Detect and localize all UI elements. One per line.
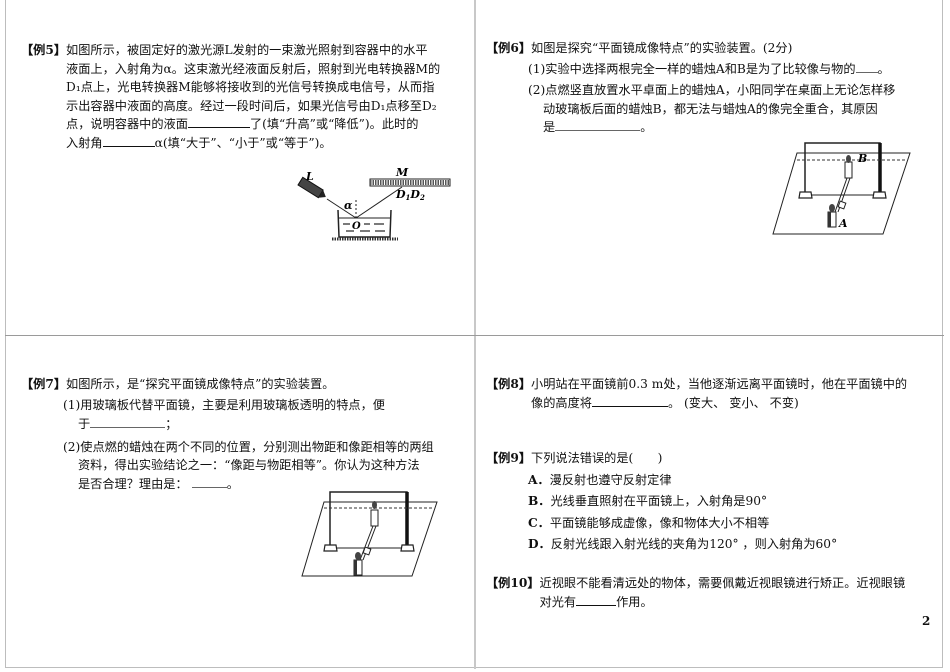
q5-line-6a: 入射角: [66, 135, 103, 150]
q10-line-2a: 对光有: [539, 594, 577, 609]
q7-period: 。: [226, 476, 239, 491]
q10-line-2b: 作用。: [616, 594, 653, 609]
q9-question: 下列说法错误的是( ): [531, 451, 663, 465]
q6-item-1-period: 。: [877, 61, 890, 76]
label-D1D2: D1D2: [395, 188, 425, 202]
laser-reflection-diagram: M D1D2 L α O: [297, 166, 451, 241]
q7-item-2-cont: 资料，得出实验结论之一：“像距与物距相等”。你认为这种方法: [78, 458, 420, 472]
question-7: 【例7】 如图所示，是“探究平面镜成像特点”的实验装置。 (1)用玻璃板代替平面…: [21, 375, 466, 493]
q5-line-5a: 点，说明容器中的液面: [66, 117, 188, 131]
q6-item-2-cont: 动玻璃板后面的蜡烛B，都无法与蜡烛A的像完全重合，其原因: [543, 101, 878, 116]
label-alpha: α: [344, 199, 353, 212]
page-number: 2: [922, 614, 931, 628]
label-M: M: [395, 166, 409, 179]
label-O: O: [352, 221, 361, 232]
question-5: 【例5】 如图所示，被固定好的激光源L发射的一束激光照射到容器中的水平 液面上，…: [21, 41, 461, 152]
q6-item-2: (2)点燃竖直放置水平卓面上的蜡烛A，小阳同学在桌面上无论怎样移: [528, 83, 896, 97]
label-A: A: [838, 217, 848, 230]
q9-option-a-text: 漫反射也遵守反射定律: [549, 472, 672, 487]
q5-line-4: 示出容器中液面的高度。经过一段时间后，如果光信号由D₁点移至D₂: [66, 98, 437, 113]
plane-mirror-setup-diagram-q6: B A: [772, 142, 911, 235]
vertical-divider: [474, 0, 476, 669]
q7-item-1-cont: 于: [78, 417, 91, 431]
q9-option-d[interactable]: D．反射光线跟入射光线的夹角为120° ，则入射角为60°: [486, 535, 936, 554]
q5-line-2: 液面上，入射角为α。这束激光经液面反射后，照射到光电转换器M的: [66, 61, 441, 76]
q8-line-2b: 。 (变大、 变小、 不变): [667, 395, 799, 410]
label-L: L: [305, 170, 314, 183]
question-7-tag: 【例7】: [21, 377, 67, 391]
q9-option-a-letter: A．: [528, 472, 550, 487]
question-10: 【例10】 近视眼不能看清远处的物体，需要佩戴近视眼镜进行矫正。近视眼镜 对光有…: [486, 574, 938, 611]
plane-mirror-setup-diagram-q7: [301, 491, 438, 577]
q5-line-1: 如图所示，被固定好的激光源L发射的一束激光照射到容器中的水平: [66, 43, 428, 57]
q7-blank-2[interactable]: [191, 475, 227, 488]
question-5-tag: 【例5】: [21, 43, 67, 57]
q7-item-2: (2)使点燃的蜡烛在两个不同的位置，分别测出物距和像距相等的两组: [63, 439, 434, 454]
q10-line-1: 近视眼不能看清远处的物体，需要佩戴近视眼镜进行矫正。近视眼镜: [539, 576, 906, 590]
q9-option-c-text: 平面镜能够成虚像，像和物体大小不相等: [549, 515, 770, 530]
q6-item-1: (1)实验中选择两根完全一样的蜡烛A和B是为了比较像与物的: [528, 61, 856, 76]
q8-line-1: 小明站在平面镜前0.3 m处，当他逐渐远离平面镜时，他在平面镜中的: [531, 377, 908, 391]
q8-line-2a: 像的高度将: [531, 395, 592, 410]
q5-line-6b: α(填“大于”、“小于”或“等于”)。: [154, 135, 332, 150]
q8-blank[interactable]: [591, 394, 668, 407]
question-9-tag: 【例9】: [486, 451, 532, 465]
q5-line-3: D₁点上，光电转换器M能够将接收到的光信号转换成电信号，从而指: [66, 80, 435, 94]
q6-item-2-period: 。: [640, 120, 653, 134]
q9-option-b-letter: B．: [528, 494, 551, 508]
q6-blank-1[interactable]: [855, 60, 878, 73]
question-9: 【例9】 下列说法错误的是( ) A．漫反射也遵守反射定律 B．光线垂直照射在平…: [486, 449, 936, 554]
q6-blank-2[interactable]: [555, 118, 641, 131]
label-B: B: [857, 152, 867, 165]
question-8: 【例8】 小明站在平面镜前0.3 m处，当他逐渐远离平面镜时，他在平面镜中的 像…: [486, 375, 936, 412]
horizontal-divider: [5, 335, 944, 336]
q9-option-d-letter: D．: [528, 537, 551, 551]
q5-blank-1[interactable]: [187, 115, 250, 128]
question-10-tag: 【例10】: [486, 576, 540, 590]
question-8-tag: 【例8】: [486, 377, 532, 391]
q7-intro: 如图所示，是“探究平面镜成像特点”的实验装置。: [66, 377, 335, 391]
q9-option-d-text: 反射光线跟入射光线的夹角为120° ，则入射角为60°: [550, 537, 838, 551]
q7-item-2-end: 是否合理？理由是：: [78, 476, 188, 491]
q9-option-c[interactable]: C．平面镜能够成虚像，像和物体大小不相等: [486, 514, 936, 533]
q5-blank-2[interactable]: [102, 134, 155, 147]
question-6: 【例6】 如图是探究“平面镜成像特点”的实验装置。(2分) (1)实验中选择两根…: [486, 39, 936, 137]
q6-item-2-end: 是: [543, 120, 556, 134]
q9-option-b[interactable]: B．光线垂直照射在平面镜上，入射角是90°: [486, 492, 936, 511]
q7-semicolon: ；: [165, 417, 178, 431]
q9-option-c-letter: C．: [528, 515, 550, 530]
q7-blank-1[interactable]: [90, 415, 166, 428]
q10-blank[interactable]: [576, 593, 617, 606]
q5-line-5b: 了(填“升高”或“降低”)。此时的: [249, 117, 419, 131]
q9-option-b-text: 光线垂直照射在平面镜上，入射角是90°: [550, 494, 768, 508]
q6-intro: 如图是探究“平面镜成像特点”的实验装置。(2分): [531, 41, 793, 55]
q7-item-1: (1)用玻璃板代替平面镜，主要是利用玻璃板透明的特点，便: [63, 397, 385, 412]
q9-option-a[interactable]: A．漫反射也遵守反射定律: [486, 471, 936, 490]
question-6-tag: 【例6】: [486, 41, 532, 55]
